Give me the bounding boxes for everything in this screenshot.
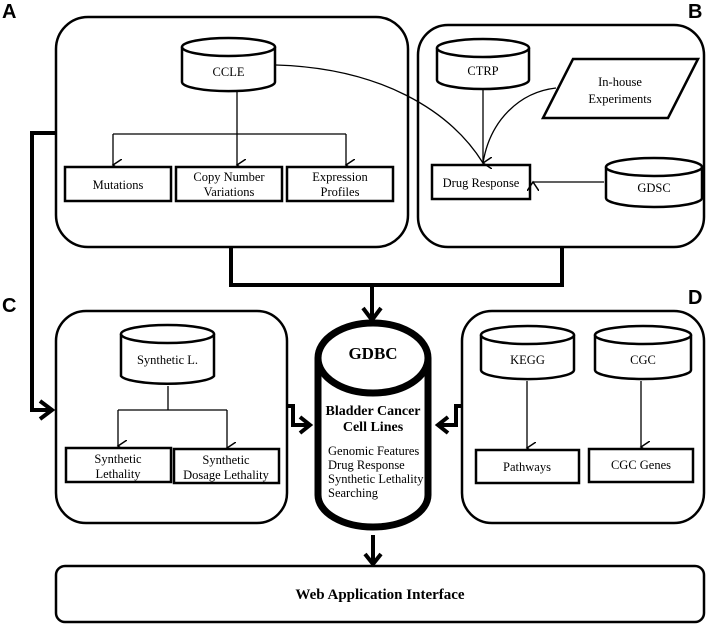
panel-a: CCLE Mutations Copy Number Variations Ex…	[54, 15, 410, 249]
connector-d-to-gdbc	[440, 404, 462, 427]
panel-d: KEGG CGC Pathways CGC Genes	[460, 309, 706, 525]
connector-d-arrowhead	[434, 415, 450, 435]
gdbc-feature-synthetic: Synthetic Lethality	[328, 472, 424, 486]
pathways-box: Pathways	[474, 448, 581, 485]
synthetic-lethality-label-2: Lethality	[95, 467, 141, 481]
gdsc-database: GDSC	[604, 156, 704, 209]
mutations-label: Mutations	[93, 178, 144, 192]
gdbc-subtitle-2: Cell Lines	[343, 420, 404, 435]
synthetic-lethality-label-1: Synthetic	[94, 452, 142, 466]
web-application-interface-label: Web Application Interface	[295, 587, 465, 603]
gdsc-label: GDSC	[637, 181, 670, 195]
connector-a-to-c	[30, 131, 56, 412]
arrow-inhouse-to-drug-response	[482, 87, 557, 164]
connector-c-to-gdbc	[287, 404, 308, 427]
synthetic-l-database: Synthetic L.	[119, 323, 216, 385]
drug-response-box: Drug Response	[430, 163, 532, 201]
ccle-label: CCLE	[213, 65, 245, 79]
gdbc-feature-genomic: Genomic Features	[328, 444, 419, 458]
gdbc-database: GDBC Bladder Cancer Cell Lines Genomic F…	[314, 319, 432, 531]
gdbc-top	[314, 319, 432, 397]
synthetic-dosage-lethality-label-2: Dosage Lethality	[183, 468, 269, 482]
panel-b: CTRP In-house Experiments GDSC Drug Resp…	[416, 23, 706, 249]
cgc-genes-label: CGC Genes	[611, 458, 671, 472]
expression-label-2: Profiles	[321, 185, 360, 199]
drug-response-label: Drug Response	[443, 176, 520, 190]
panel-c: Synthetic L. Synthetic Lethality Synthet…	[54, 309, 289, 525]
branch-line-c	[118, 386, 227, 411]
in-house-label-1: In-house	[598, 75, 642, 89]
gdbc-title: GDBC	[348, 344, 397, 363]
connector-c-arrowhead	[298, 415, 314, 435]
ctrp-label: CTRP	[467, 64, 498, 78]
mutations-box: Mutations	[63, 165, 173, 203]
connector-a-to-c-arrowhead	[38, 399, 56, 421]
gdbc-feature-drug: Drug Response	[328, 458, 405, 472]
panel-letter-a: A	[2, 1, 16, 23]
gdbc-body	[314, 358, 432, 531]
cgc-database: CGC	[593, 324, 693, 381]
synthetic-dosage-lethality-label-1: Synthetic	[202, 453, 250, 467]
in-house-experiments: In-house Experiments	[540, 57, 701, 120]
panel-letter-c: C	[2, 295, 16, 317]
panel-letter-d: D	[688, 287, 702, 309]
synthetic-dosage-lethality-box: Synthetic Dosage Lethality	[172, 447, 281, 485]
gdbc-subtitle-1: Bladder Cancer	[325, 404, 420, 419]
pathways-label: Pathways	[503, 460, 551, 474]
panel-letter-b: B	[688, 1, 702, 23]
ccle-database: CCLE	[180, 36, 277, 93]
cgc-genes-box: CGC Genes	[587, 447, 695, 484]
web-application-interface: Web Application Interface	[54, 564, 706, 624]
cgc-label: CGC	[630, 353, 656, 367]
synthetic-l-label: Synthetic L.	[137, 353, 198, 367]
copy-number-label-1: Copy Number	[193, 170, 265, 184]
expression-profiles-box: Expression Profiles	[285, 165, 395, 203]
kegg-label: KEGG	[510, 353, 545, 367]
connector-ab	[229, 247, 564, 287]
in-house-label-2: Experiments	[588, 92, 651, 106]
kegg-database: KEGG	[479, 324, 576, 381]
copy-number-label-2: Variations	[204, 185, 255, 199]
connector-web-arrowhead	[363, 552, 383, 568]
arrow-ccle-to-drug-response	[275, 64, 484, 164]
ctrp-database: CTRP	[435, 37, 531, 91]
copy-number-box: Copy Number Variations	[174, 165, 284, 203]
synthetic-lethality-box: Synthetic Lethality	[64, 446, 173, 484]
gdbc-feature-searching: Searching	[328, 486, 379, 500]
expression-label-1: Expression	[312, 170, 368, 184]
